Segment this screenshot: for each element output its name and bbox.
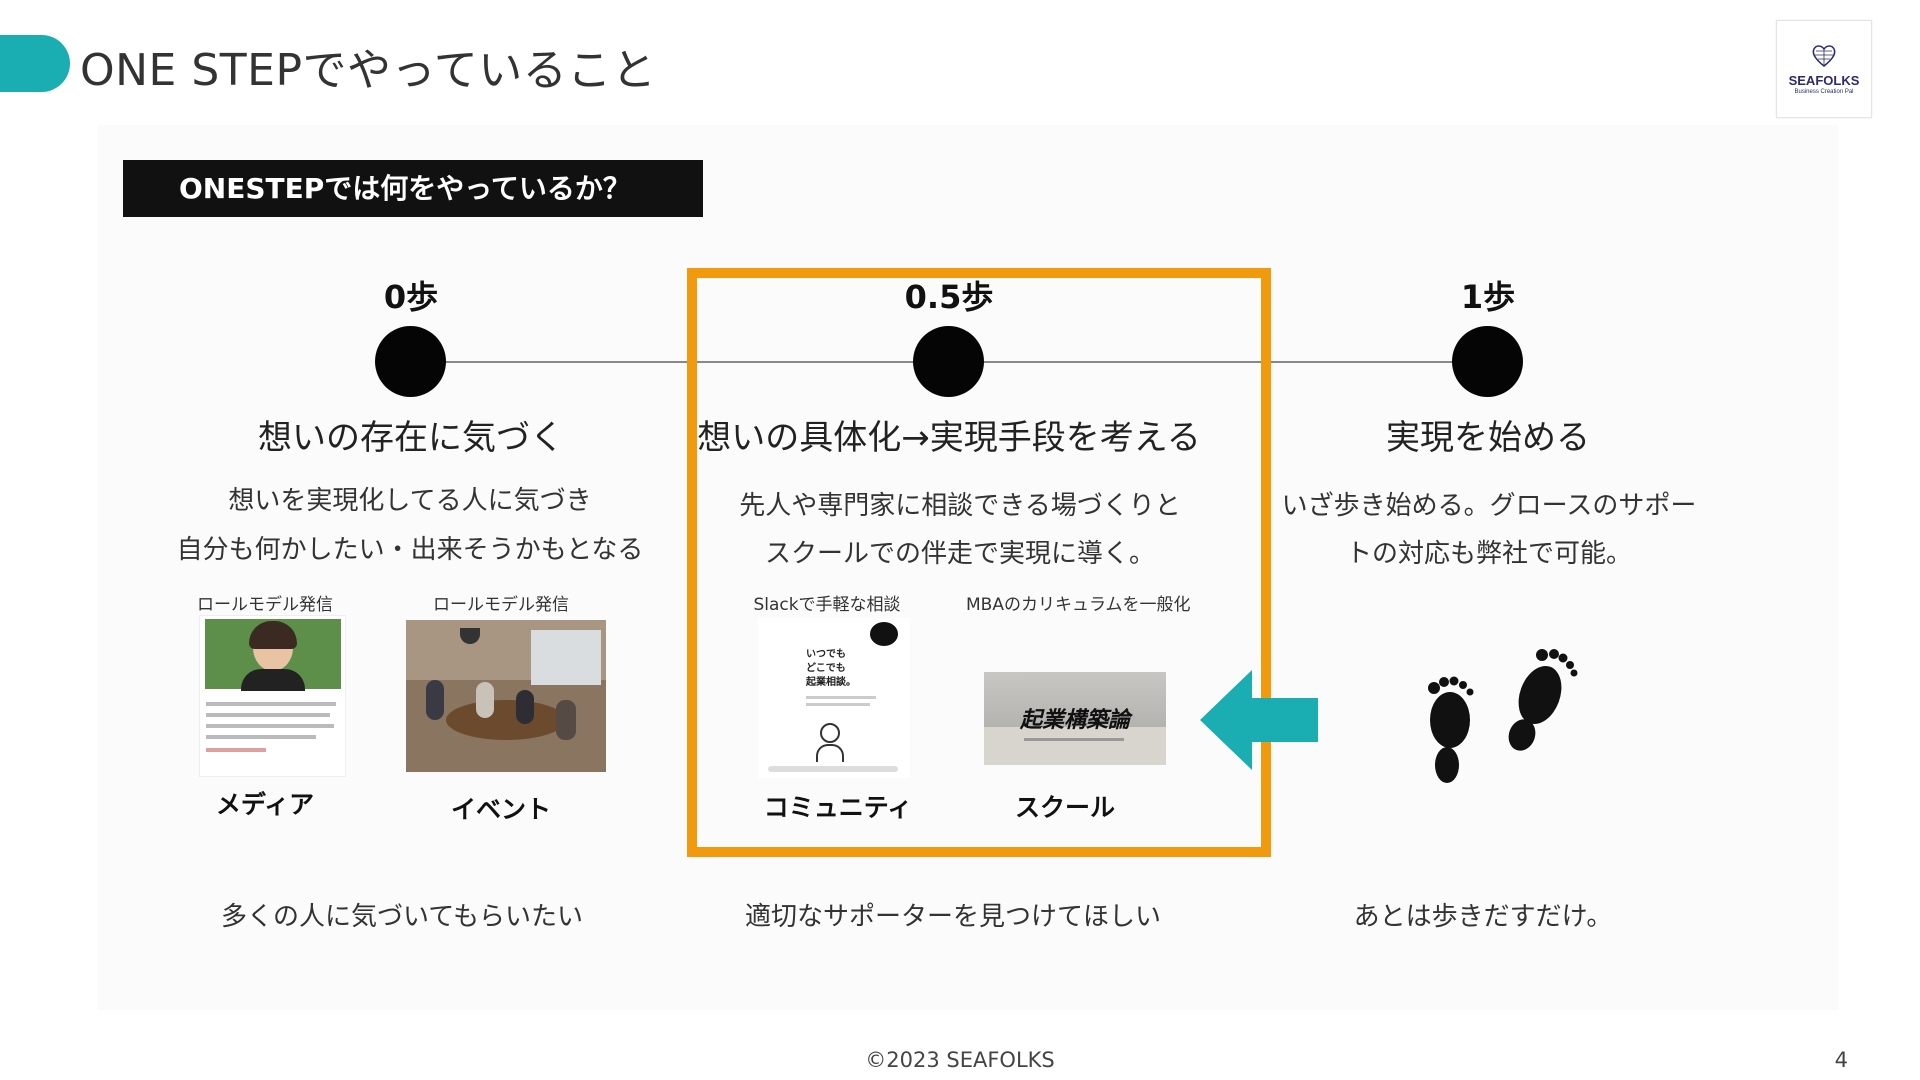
consultation-flyer: いつでも どこでも 起業相談。 bbox=[758, 618, 910, 778]
stage-desc-0-line1: 想いを実現化してる人に気づき bbox=[228, 486, 592, 516]
timeline-dot-05 bbox=[913, 326, 984, 397]
timeline-dot-1 bbox=[1452, 326, 1523, 397]
media-caption-0: ロールモデル発信 bbox=[197, 595, 333, 615]
page-number: 4 bbox=[1834, 1048, 1848, 1072]
stage-title-0: 想いの存在に気づく bbox=[258, 418, 564, 458]
flyer-line-1: いつでも bbox=[806, 649, 846, 660]
step-label-05: 0.5歩 bbox=[904, 278, 994, 316]
slide-title: ONE STEPでやっていること bbox=[80, 45, 657, 96]
media-label-community: コミュニティ bbox=[763, 793, 913, 822]
stage-footer-05: 適切なサポーターを見つけてほしい bbox=[744, 902, 1161, 932]
footprints-icon bbox=[1428, 649, 1578, 783]
step-label-0: 0歩 bbox=[383, 278, 439, 316]
event-photo bbox=[406, 620, 606, 772]
left-arrow-icon bbox=[1200, 670, 1318, 770]
stage-footer-1: あとは歩きだすだけ。 bbox=[1353, 902, 1613, 932]
stage-title-1: 実現を始める bbox=[1386, 418, 1590, 458]
profile-card-image bbox=[199, 615, 346, 777]
logo-wordmark: SEAFOLKS bbox=[1788, 73, 1860, 88]
heart-globe-icon bbox=[1812, 45, 1836, 67]
timeline-dot-0 bbox=[375, 326, 446, 397]
stage-title-05: 想いの具体化→実現手段を考える bbox=[697, 418, 1201, 458]
highlight-box bbox=[687, 268, 1271, 857]
title-accent-bar bbox=[0, 35, 70, 92]
media-caption-mba: MBAのカリキュラムを一般化 bbox=[966, 595, 1191, 615]
flyer-line-2: どこでも bbox=[806, 663, 846, 674]
media-caption-slack: Slackで手軽な相談 bbox=[753, 595, 901, 615]
stage-desc-0-line2: 自分も何かしたい・出来そうかもとなる bbox=[176, 535, 644, 565]
stage-desc-1-line2: トの対応も弊社で可能。 bbox=[1345, 539, 1632, 569]
media-label-school: スクール bbox=[1014, 793, 1115, 822]
step-label-1: 1歩 bbox=[1460, 278, 1516, 316]
stage-desc-05-line1: 先人や専門家に相談できる場づくりと bbox=[739, 491, 1181, 521]
flyer-line-3: 起業相談。 bbox=[806, 677, 856, 688]
logo-tagline: Business Creation Pal bbox=[1794, 89, 1854, 95]
media-caption-1: ロールモデル発信 bbox=[433, 595, 569, 615]
stage-desc-05-line2: スクールでの伴走で実現に導く。 bbox=[764, 539, 1155, 569]
seafolks-logo: SEAFOLKS Business Creation Pal bbox=[1776, 20, 1872, 118]
media-label-media: メディア bbox=[215, 790, 315, 819]
stage-footer-0: 多くの人に気づいてもらいたい bbox=[221, 902, 583, 932]
stage-desc-1-line1: いざ歩き始める。グロースのサポー bbox=[1281, 491, 1697, 521]
school-banner: 起業構築論 bbox=[984, 672, 1166, 765]
school-banner-title: 起業構築論 bbox=[1019, 708, 1130, 733]
media-label-event: イベント bbox=[450, 795, 551, 824]
copyright: ©2023 SEAFOLKS bbox=[865, 1048, 1055, 1072]
question-label: ONESTEPでは何をやっているか？ bbox=[123, 160, 703, 217]
